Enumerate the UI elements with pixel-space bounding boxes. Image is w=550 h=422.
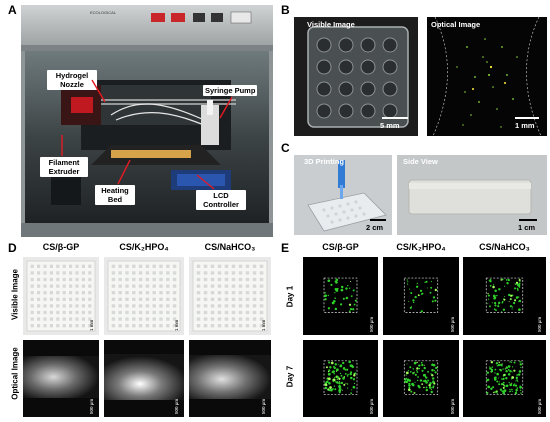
d-visible-scale-2: 1 mm [174, 319, 179, 331]
e-scale-5: 500 μm [450, 398, 455, 414]
e-row-label-day1: Day 1 [285, 285, 295, 308]
side-scale-bar [519, 219, 537, 221]
d-row-label-visible: Visible Image [10, 269, 20, 320]
d-col-header-3: CS/NaHCO₃ [204, 242, 256, 252]
label-syringe-pump: Syringe Pump [203, 85, 258, 96]
e-col-header-3: CS/NaHCO₃ [479, 242, 530, 252]
d-optical-3: 500 μm [189, 340, 271, 417]
panel-a-letter: A [8, 3, 17, 17]
printing-illustration [294, 155, 392, 235]
d-col-header-2: CS/K₂HPO₄ [119, 242, 169, 252]
optical-glow-2 [104, 354, 184, 400]
d-optical-2: 500 μm [104, 340, 184, 417]
e-day7-3: 500 μm [463, 340, 546, 417]
cells-day1-3 [485, 277, 524, 313]
e-scale-6: 500 μm [537, 398, 542, 414]
label-filament-extruder: Filament Extruder [40, 157, 88, 177]
side-scale-text: 1 cm [518, 223, 536, 232]
e-col-header-2: CS/K₂HPO₄ [396, 242, 446, 252]
optical-glow-3 [189, 355, 271, 399]
cells-day1-1 [323, 277, 358, 313]
d-visible-1: 1 mm [23, 257, 99, 335]
panel-c-letter: C [281, 141, 290, 155]
visible-image-wellplate: Visible Image 5 mm [294, 17, 418, 136]
side-view-photo: Side View 1 cm [397, 155, 547, 235]
d-optical-scale-2: 500 μm [174, 398, 179, 414]
e-scale-1: 500 μm [369, 316, 374, 332]
e-scale-2: 500 μm [450, 316, 455, 332]
optical-image-fluorescence: Optical Image 1 mm [427, 17, 547, 136]
d-row-label-optical: Optical Image [10, 347, 20, 400]
e-col-header-1: CS/β-GP [322, 242, 359, 252]
e-day7-1: 500 μm [303, 340, 378, 417]
optical-glow-1 [23, 356, 99, 398]
side-view-illustration [397, 155, 547, 235]
visible-scale-bar [382, 117, 408, 119]
cells-day7-3 [485, 360, 524, 396]
d-col-header-1: CS/β-GP [42, 242, 80, 252]
cells-day7-1 [323, 360, 358, 396]
e-day1-3: 500 μm [463, 257, 546, 335]
cells-day7-2 [403, 360, 439, 396]
e-scale-3: 500 μm [537, 316, 542, 332]
e-row-label-day7: Day 7 [285, 365, 295, 388]
d-visible-3: 1 mm [189, 257, 271, 335]
panel-d-letter: D [8, 241, 17, 255]
printing-scale-text: 2 cm [366, 223, 384, 232]
optical-scale-bar [515, 117, 539, 119]
d-visible-scale-3: 1 mm [261, 319, 266, 331]
printing-scale-bar [370, 219, 386, 221]
side-view-label: Side View [403, 157, 438, 166]
e-scale-4: 500 μm [369, 398, 374, 414]
optical-scale-text: 1 mm [515, 121, 535, 130]
panel-a-arrows [61, 79, 233, 190]
wellplate-illustration [307, 26, 409, 128]
d-optical-1: 500 μm [23, 340, 99, 417]
printing-label: 3D Printing [304, 157, 345, 166]
fluorescence-dots [432, 17, 542, 136]
panel-b-letter: B [281, 3, 290, 17]
label-heating-bed: Heating Bed [95, 185, 135, 205]
optical-image-label: Optical Image [431, 20, 481, 29]
visible-scale-text: 5 mm [380, 121, 400, 130]
d-optical-scale-1: 500 μm [89, 398, 94, 414]
e-day1-2: 500 μm [383, 257, 459, 335]
cabinet-brand-label: ECOLOGICAL [90, 10, 117, 15]
printing-photo: 3D Printing 2 cm [294, 155, 392, 235]
e-day7-2: 500 μm [383, 340, 459, 417]
scaffold-grid-1 [26, 260, 96, 332]
d-visible-2: 1 mm [104, 257, 184, 335]
scaffold-grid-2 [107, 260, 181, 332]
label-lcd-controller: LCD Controller [196, 190, 246, 210]
visible-image-label: Visible Image [307, 20, 355, 29]
e-day1-1: 500 μm [303, 257, 378, 335]
d-optical-scale-3: 500 μm [261, 398, 266, 414]
cells-day1-2 [403, 277, 439, 313]
panel-e-letter: E [281, 241, 290, 255]
d-visible-scale-1: 1 mm [89, 319, 94, 331]
scaffold-grid-3 [192, 260, 268, 332]
label-hydrogel-nozzle: Hydrogel Nozzle [47, 70, 97, 90]
